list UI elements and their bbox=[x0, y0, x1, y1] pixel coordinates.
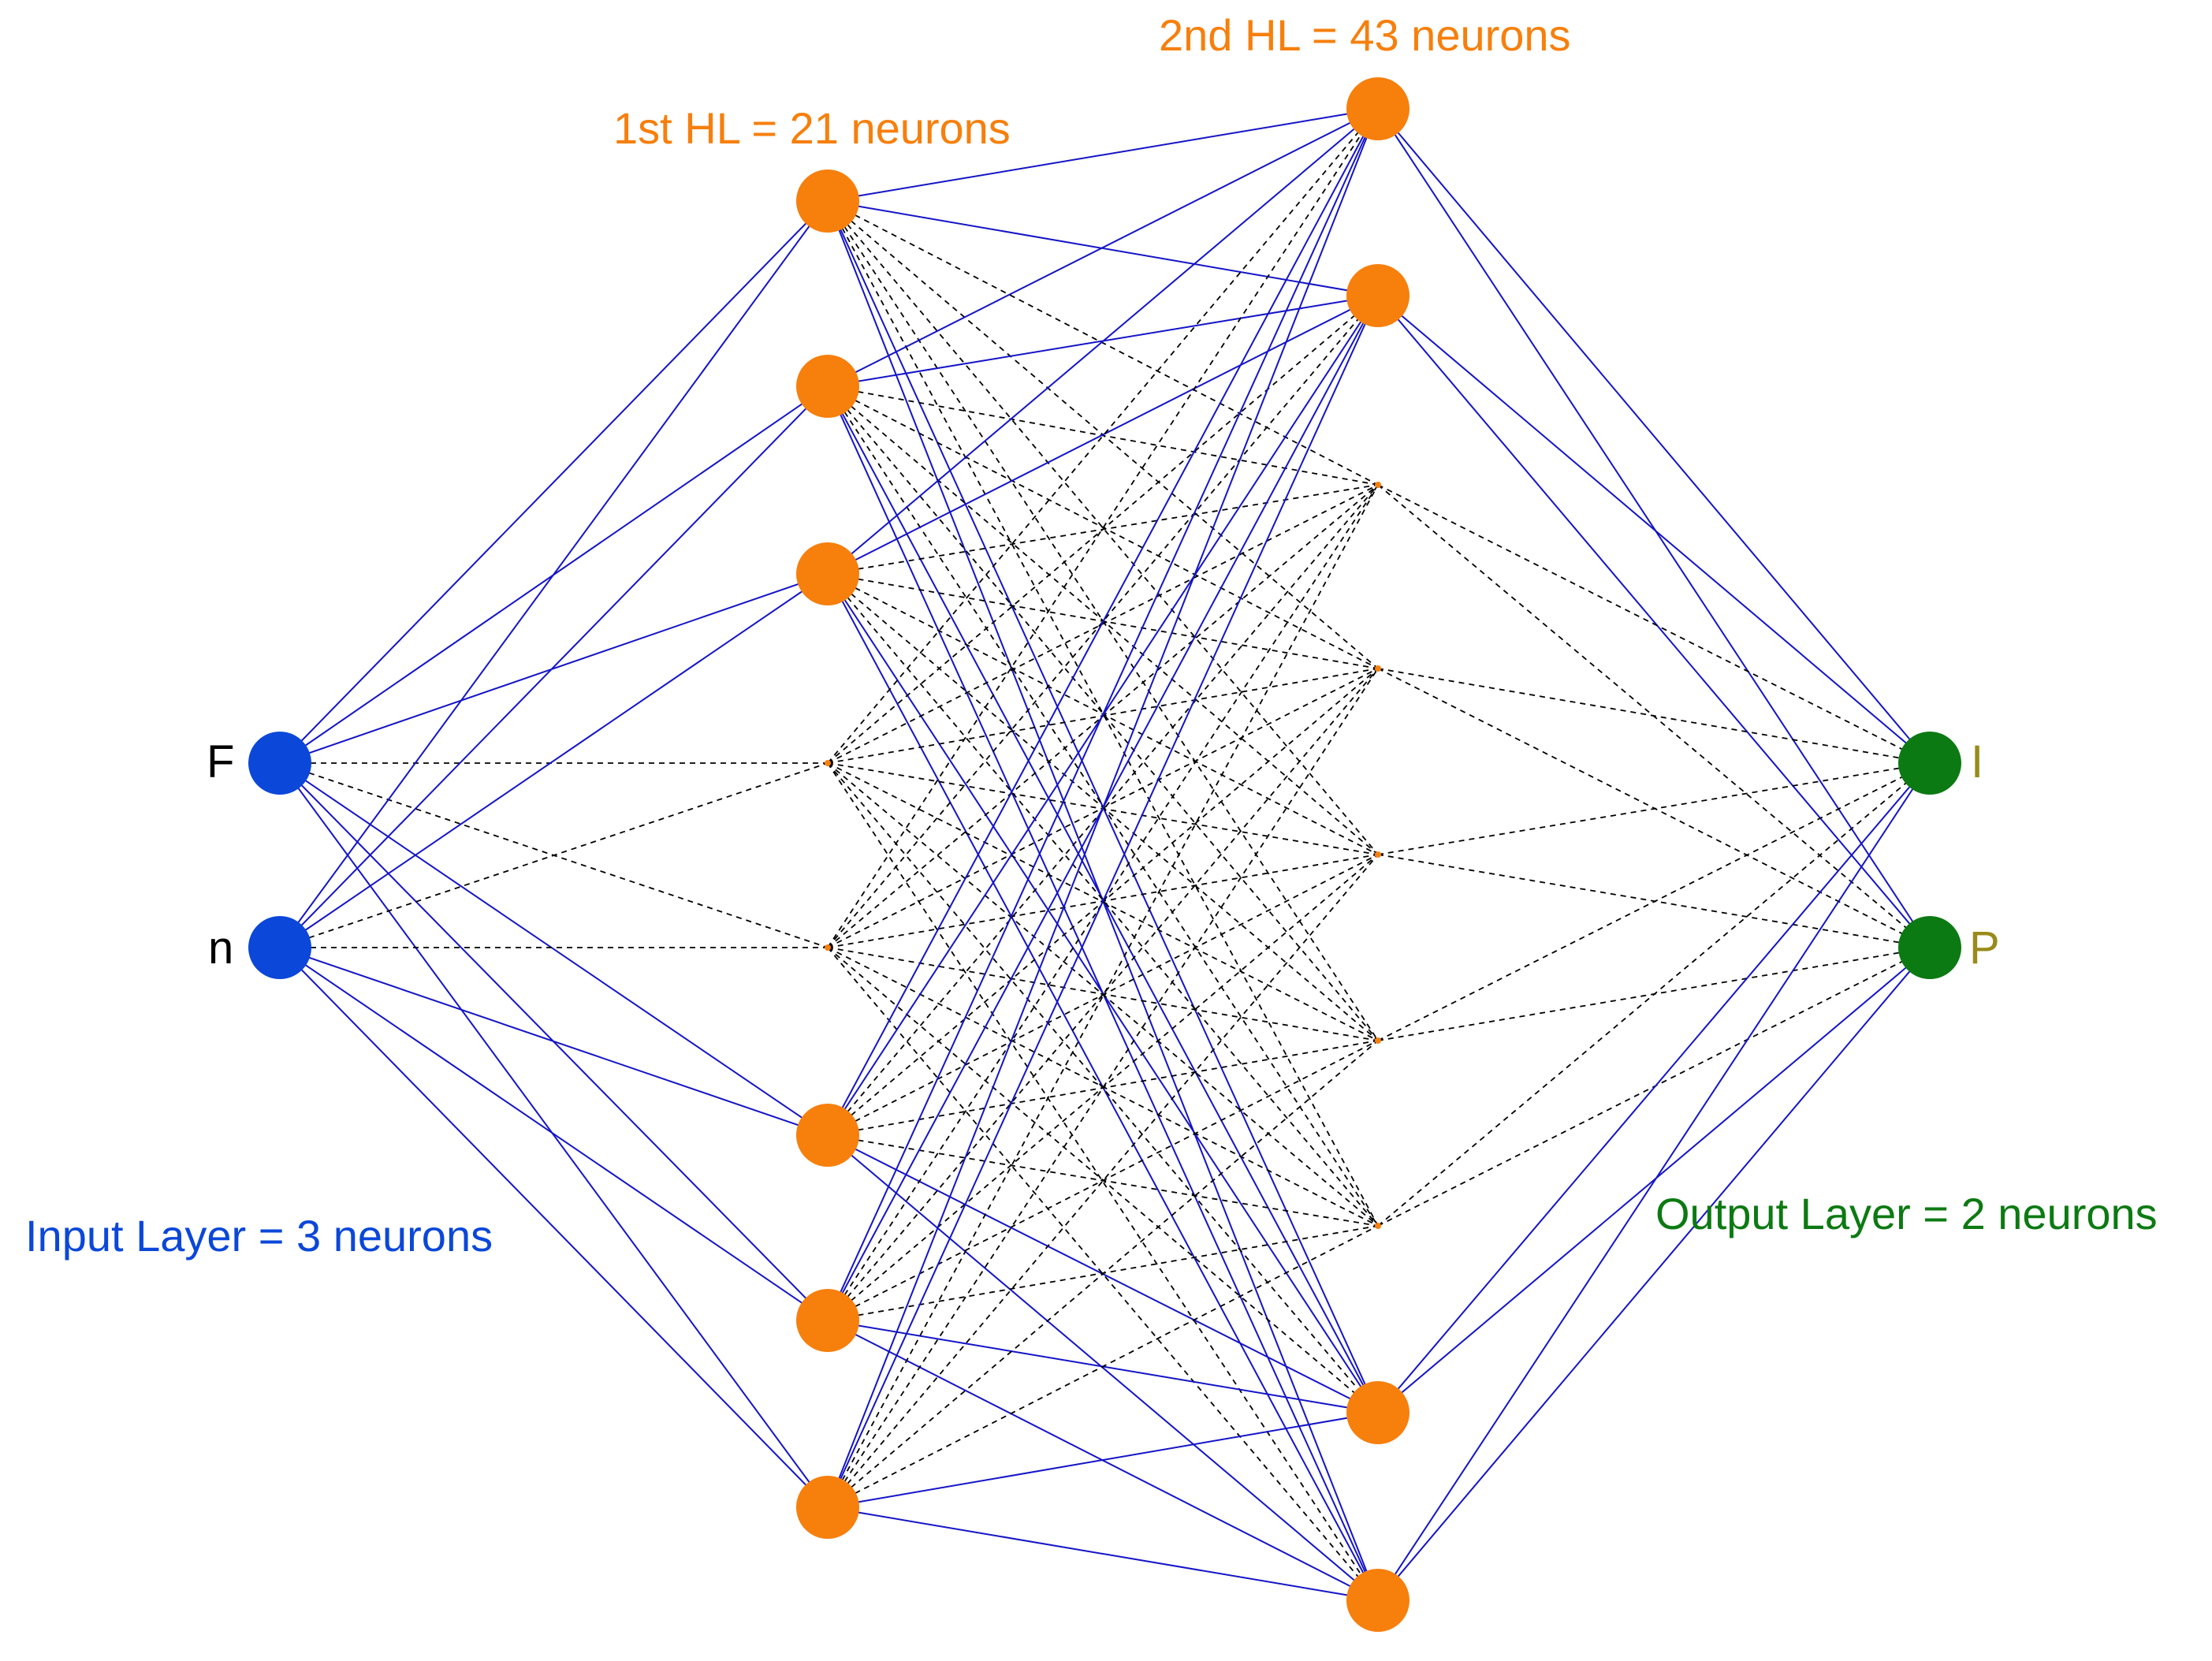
hidden1-neuron bbox=[796, 355, 859, 418]
connection-line bbox=[827, 108, 1379, 1321]
inactive-connection-line bbox=[279, 762, 829, 948]
neurons bbox=[248, 77, 1961, 1632]
inactive-connection-line bbox=[827, 385, 1379, 1227]
connection-line bbox=[827, 108, 1379, 575]
connection-line bbox=[1377, 108, 1931, 764]
output-layer-title: Output Layer = 2 neurons bbox=[1655, 1189, 2158, 1238]
hidden1-neuron bbox=[796, 1476, 859, 1539]
hidden2-neuron-inactive bbox=[1375, 1037, 1381, 1044]
output-node-label-i: I bbox=[1971, 736, 1984, 788]
input-node-label-n: n bbox=[208, 922, 234, 974]
connection-line bbox=[1377, 108, 1931, 948]
connection-line bbox=[827, 573, 1379, 1413]
connection-line bbox=[1377, 947, 1931, 1601]
connection-line bbox=[1377, 762, 1931, 1413]
connections bbox=[279, 108, 1931, 1601]
input-node-label-f: F bbox=[207, 736, 235, 788]
connection-line bbox=[279, 762, 829, 1508]
hidden1-neuron bbox=[796, 1289, 859, 1352]
connection-line bbox=[1377, 762, 1931, 1601]
hidden-layer-1-title: 1st HL = 21 neurons bbox=[613, 103, 1011, 153]
output-neuron bbox=[1898, 732, 1961, 795]
connection-line bbox=[279, 385, 829, 948]
connection-line bbox=[827, 1506, 1379, 1601]
inactive-connection-line bbox=[1377, 668, 1931, 764]
hidden1-neuron bbox=[796, 542, 859, 605]
inactive-connection-line bbox=[827, 854, 1379, 1321]
input-neuron bbox=[248, 732, 311, 795]
inactive-connection-line bbox=[827, 1040, 1379, 1508]
hidden-layer-2-title: 2nd HL = 43 neurons bbox=[1159, 10, 1571, 60]
input-neuron bbox=[248, 916, 311, 979]
hidden2-neuron-inactive bbox=[1375, 851, 1381, 858]
connection-line bbox=[827, 108, 1379, 202]
inactive-connection-line bbox=[827, 200, 1379, 1041]
hidden2-neuron bbox=[1346, 77, 1409, 140]
inactive-connection-line bbox=[827, 484, 1379, 1508]
connection-line bbox=[279, 573, 829, 764]
inactive-connection-line bbox=[1377, 668, 1931, 948]
connection-line bbox=[279, 200, 829, 948]
inactive-connection-line bbox=[827, 854, 1379, 1508]
hidden2-neuron bbox=[1346, 1381, 1409, 1444]
inactive-connection-line bbox=[827, 668, 1379, 1321]
connection-line bbox=[279, 947, 829, 1508]
hidden2-neuron bbox=[1346, 264, 1409, 327]
connection-line bbox=[1377, 295, 1931, 948]
inactive-connection-line bbox=[827, 108, 1379, 948]
inactive-connection-line bbox=[827, 484, 1379, 1136]
connection-line bbox=[1377, 947, 1931, 1413]
inactive-connection-line bbox=[827, 385, 1379, 1041]
inactive-connection-line bbox=[827, 200, 1379, 486]
inactive-connection-line bbox=[827, 295, 1379, 948]
hidden2-neuron-inactive bbox=[1375, 482, 1381, 488]
hidden1-neuron bbox=[796, 1104, 859, 1167]
input-layer-title: Input Layer = 3 neurons bbox=[25, 1211, 493, 1261]
connection-line bbox=[279, 200, 829, 764]
connection-line bbox=[827, 385, 1379, 1413]
connection-line bbox=[827, 1412, 1379, 1508]
inactive-connection-line bbox=[827, 484, 1379, 1321]
hidden1-neuron bbox=[796, 169, 859, 233]
connection-line bbox=[827, 295, 1379, 1508]
connection-line bbox=[1377, 295, 1931, 764]
inactive-connection-line bbox=[1377, 762, 1931, 1041]
connection-line bbox=[827, 1134, 1379, 1601]
inactive-connection-line bbox=[827, 668, 1379, 1508]
connection-line bbox=[279, 762, 829, 1136]
hidden2-neuron bbox=[1346, 1569, 1409, 1632]
connection-line bbox=[827, 108, 1379, 1508]
inactive-connection-line bbox=[1377, 484, 1931, 764]
connection-line bbox=[827, 108, 1379, 387]
inactive-connection-line bbox=[827, 484, 1379, 764]
inactive-connection-line bbox=[827, 947, 1379, 1601]
hidden2-neuron-inactive bbox=[1375, 665, 1381, 672]
inactive-connection-line bbox=[827, 854, 1379, 1136]
inactive-connection-line bbox=[827, 1225, 1379, 1508]
connection-line bbox=[279, 947, 829, 1321]
hidden1-neuron-inactive bbox=[825, 944, 831, 951]
connection-line bbox=[827, 295, 1379, 575]
inactive-connection-line bbox=[827, 295, 1379, 764]
connection-line bbox=[827, 108, 1379, 1136]
inactive-connection-line bbox=[827, 1040, 1379, 1321]
inactive-connection-line bbox=[827, 762, 1379, 1601]
connection-line bbox=[279, 947, 829, 1136]
output-neuron bbox=[1898, 916, 1961, 979]
output-node-label-p: P bbox=[1969, 922, 2000, 974]
inactive-connection-line bbox=[1377, 762, 1931, 855]
inactive-connection-line bbox=[827, 200, 1379, 855]
inactive-connection-line bbox=[1377, 762, 1931, 1227]
connection-line bbox=[279, 573, 829, 948]
inactive-connection-line bbox=[827, 108, 1379, 764]
hidden2-neuron-inactive bbox=[1375, 1223, 1381, 1229]
inactive-connection-line bbox=[827, 573, 1379, 1227]
hidden1-neuron-inactive bbox=[825, 760, 831, 766]
